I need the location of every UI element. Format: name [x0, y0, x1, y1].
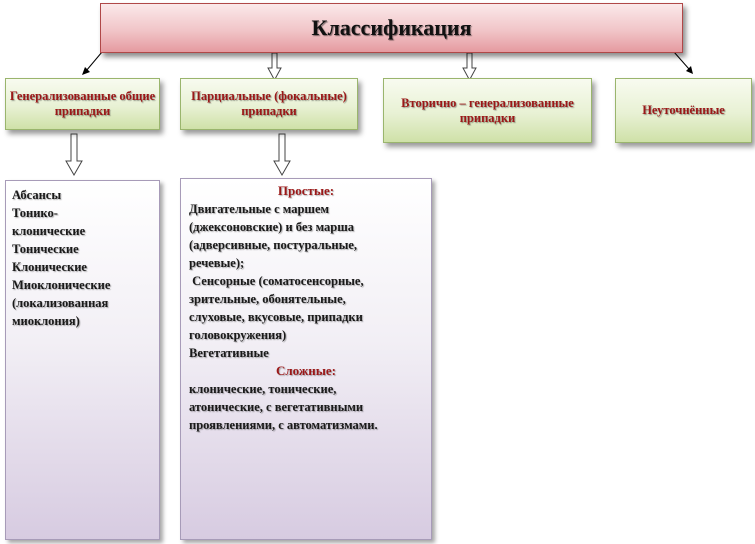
category-generalized-label: Генерализованные общие припадки [9, 89, 156, 118]
generalized-item: миоклония) [12, 314, 80, 328]
simple-line: Вегетативные [189, 346, 269, 360]
complex-list: клонические, тонические, атонические, с в… [189, 380, 423, 434]
category-unspecified: Неуточнённые [615, 78, 752, 143]
simple-line: слуховые, вкусовые, припадки [189, 310, 363, 324]
simple-line: (джексоновские) и без марша [189, 220, 354, 234]
generalized-item: Абсансы [12, 188, 62, 202]
arrowhead-generalized [82, 67, 90, 75]
simple-line: Сенсорные (соматосенсорные, [189, 274, 364, 288]
simple-line: зрительные, обонятельные, [189, 292, 346, 306]
generalized-item: Миоклонические [12, 278, 111, 292]
generalized-item: (локализованная [12, 296, 109, 310]
simple-line: головокружения) [189, 328, 287, 342]
category-generalized: Генерализованные общие припадки [5, 78, 160, 130]
generalized-item: Тонико- [12, 206, 58, 220]
category-secondary-label: Вторично – генерализованные припадки [401, 95, 574, 125]
complex-line: проявлениями, с автоматизмами. [189, 418, 378, 432]
generalized-item: Клонические [12, 260, 87, 274]
simple-list: Двигательные с маршем (джексоновские) и б… [189, 200, 423, 362]
arrowhead-unspecified [686, 66, 693, 74]
category-unspecified-label: Неуточнённые [642, 103, 725, 117]
complex-line: клонические, тонические, [189, 382, 337, 396]
complex-line: атонические, с вегетативными [189, 400, 364, 414]
block-arrow-to-generalized-list [65, 133, 83, 177]
simple-line: Двигательные с маршем [189, 202, 330, 216]
category-partial-label: Парциальные (фокальные) припадки [191, 89, 347, 118]
title-box: Классификация [100, 3, 683, 53]
simple-line: (адверсивные, постуральные, [189, 238, 358, 252]
block-arrow-to-secondary [462, 52, 477, 82]
block-arrow-to-partial [267, 52, 282, 82]
arrow-to-unspecified [673, 51, 690, 70]
category-secondary-generalized: Вторично – генерализованные припадки [383, 78, 592, 143]
generalized-item: клонические [12, 224, 86, 238]
category-partial: Парциальные (фокальные) припадки [180, 78, 358, 130]
title-text: Классификация [311, 15, 472, 40]
simple-heading: Простые: [277, 183, 335, 198]
simple-line: речевые); [189, 256, 245, 270]
complex-heading: Сложные: [275, 363, 337, 378]
block-arrow-to-partial-details [273, 133, 291, 177]
partial-details-box: Простые: Двигательные с маршем (джексонов… [180, 178, 432, 540]
arrow-to-generalized [85, 51, 103, 72]
generalized-item: Тонические [12, 242, 79, 256]
